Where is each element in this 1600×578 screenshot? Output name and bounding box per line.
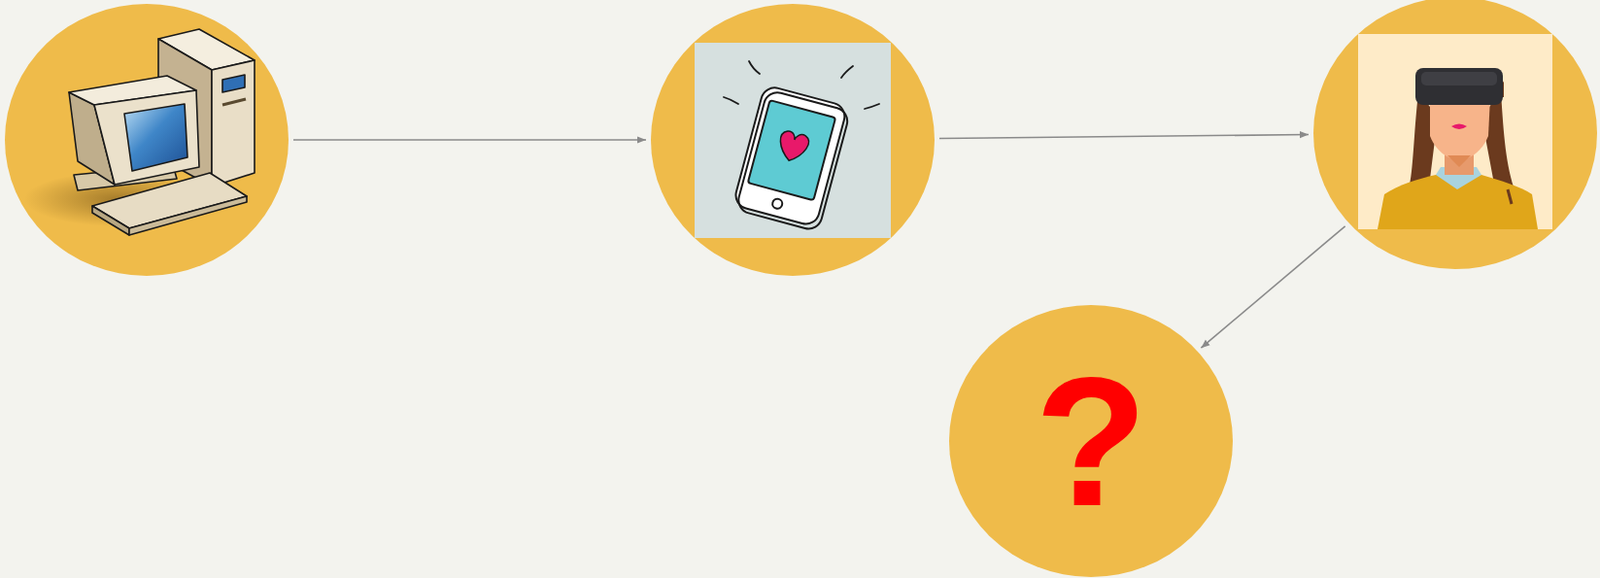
phone-illustration-part-part	[732, 84, 848, 227]
arrow-connector	[1200, 226, 1345, 348]
computer-illustration-part	[124, 103, 188, 171]
computer-illustration-part	[222, 99, 246, 105]
vr-headset-illustration-part	[1415, 68, 1503, 105]
computer-illustration-part	[73, 165, 177, 191]
vr-headset-illustration-part	[1451, 124, 1467, 131]
circle-outline	[1313, 0, 1598, 270]
phone-illustration-part-part	[748, 100, 836, 201]
node-text-group: ?	[1034, 348, 1148, 534]
circle-fill	[949, 305, 1233, 578]
computer-illustration-part	[222, 74, 245, 93]
phone-illustration-part-part	[748, 61, 760, 74]
phone-illustration-part	[731, 84, 852, 232]
vr-headset-illustration	[1358, 34, 1553, 230]
phone-illustration-part-part	[723, 97, 739, 104]
circle-node: ?	[949, 305, 1233, 578]
node-label: ?	[1034, 348, 1148, 534]
vr-headset-illustration-part	[1416, 70, 1504, 98]
phone-illustration-part-part	[735, 89, 851, 232]
computer-illustration-part	[92, 172, 247, 229]
circle-node	[650, 3, 935, 276]
computer-illustration	[24, 29, 255, 236]
phone-illustration-part-part	[771, 198, 783, 210]
circle-outline	[650, 3, 935, 276]
vr-headset-illustration-part	[1421, 71, 1498, 86]
vr-headset-illustration-part	[1377, 174, 1538, 230]
circle-node	[1313, 0, 1598, 270]
circle-fill	[4, 3, 289, 276]
computer-illustration-part	[68, 92, 115, 185]
phone-illustration-part-part	[775, 129, 811, 165]
vr-headset-illustration-part	[1447, 155, 1471, 168]
phone-illustration-part-part	[864, 103, 880, 109]
phone-illustration	[694, 42, 891, 239]
computer-illustration-part	[92, 205, 130, 236]
phone-illustration-part	[723, 61, 880, 109]
computer-illustration-part	[68, 75, 197, 105]
circle-fill	[650, 3, 935, 276]
computer-illustration-part	[129, 196, 247, 236]
vr-headset-illustration-part	[1429, 97, 1491, 161]
vr-headset-illustration-part	[1408, 92, 1438, 195]
vr-headset-illustration-part	[1358, 34, 1553, 230]
computer-illustration-part	[94, 90, 200, 185]
phone-illustration-part-part	[841, 66, 853, 78]
computer-illustration-part	[24, 171, 209, 227]
vr-headset-illustration-part	[1444, 136, 1474, 175]
computer-illustration-part	[158, 38, 212, 187]
arrow-connector	[939, 135, 1309, 139]
vr-headset-illustration-part	[1507, 189, 1512, 205]
circle-outline	[4, 3, 289, 276]
circle-fill	[1313, 0, 1598, 270]
arrow-connector	[293, 138, 647, 141]
vr-headset-illustration-part	[1435, 167, 1482, 190]
vr-headset-illustration-part	[1481, 92, 1516, 195]
phone-illustration-part	[694, 42, 891, 239]
computer-illustration-part	[211, 60, 255, 187]
circle-node	[4, 3, 289, 276]
computer-illustration-part	[158, 29, 255, 70]
